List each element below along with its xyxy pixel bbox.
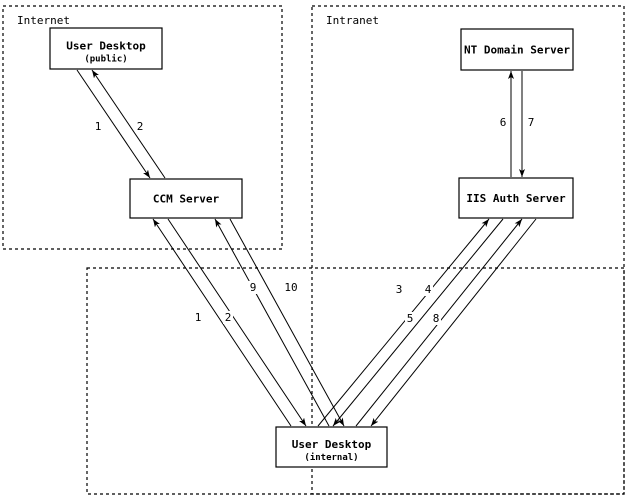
node-subtitle-user-desktop-public: (public) xyxy=(84,54,127,65)
flow-10-ccm-server-to-user-desktop-internal xyxy=(229,218,345,427)
flow-step-label-flow-2-internal: 2 xyxy=(225,311,232,324)
node-box-user-desktop-public xyxy=(49,27,163,70)
node-box-ccm-server xyxy=(129,178,243,219)
node-box-nt-domain-server xyxy=(460,28,574,71)
flow-step-label-flow-2-public: 2 xyxy=(137,120,144,133)
flow-line-flow-2-public xyxy=(91,69,166,179)
flow-line-flow-1-public xyxy=(76,69,151,179)
flow-8-iis-auth-server-to-user-desktop-internal xyxy=(370,218,537,427)
flow-label-backing-flow-2-public xyxy=(135,120,145,133)
flow-arrows xyxy=(76,69,537,427)
node-title-ccm-server: CCM Server xyxy=(153,193,220,206)
flow-step-label-flow-5: 5 xyxy=(407,312,414,325)
flow-step-labels: 1 2 6 7 1 2 9 10 3 4 5 8 xyxy=(93,116,536,325)
flow-step-label-flow-6: 6 xyxy=(500,116,507,129)
flow-step-label-flow-3: 3 xyxy=(396,283,403,296)
flow-line-flow-1-internal xyxy=(152,218,292,427)
flow-label-backing-flow-7 xyxy=(526,116,536,129)
zone-label-internet: Internet xyxy=(17,14,70,27)
flow-line-flow-4 xyxy=(332,218,504,427)
node-user-desktop-internal: User Desktop(internal) xyxy=(275,426,388,468)
node-subtitle-user-desktop-internal: (internal) xyxy=(304,452,358,463)
node-title-user-desktop-internal: User Desktop xyxy=(292,438,372,451)
zone-internet: Internet xyxy=(2,5,283,250)
flow-1-user-desktop-public-to-ccm-server xyxy=(76,69,151,179)
node-nt-domain-server: NT Domain Server xyxy=(460,28,574,71)
node-title-nt-domain-server: NT Domain Server xyxy=(464,44,570,57)
zone-boundaries: Internet Intranet xyxy=(2,5,625,495)
flow-line-flow-8 xyxy=(370,218,537,427)
flow-label-backing-flow-9 xyxy=(248,281,258,294)
flow-line-flow-3 xyxy=(317,218,490,427)
flow-step-label-flow-4: 4 xyxy=(425,283,432,296)
flow-step-label-flow-10: 10 xyxy=(284,281,297,294)
flow-line-flow-10 xyxy=(229,218,345,427)
flow-label-backing-flow-10 xyxy=(282,281,300,294)
flow-label-backing-flow-8 xyxy=(431,312,441,325)
node-user-desktop-public: User Desktop(public) xyxy=(49,27,163,70)
zone-internal xyxy=(86,267,625,495)
flow-label-backing-flow-3 xyxy=(394,283,404,296)
flow-label-backing-flow-1-public xyxy=(93,120,103,133)
node-box-iis-auth-server xyxy=(458,177,574,219)
flow-line-flow-2-internal xyxy=(167,218,307,427)
flow-label-backing-flow-4 xyxy=(423,283,433,296)
flow-2-ccm-server-to-user-desktop-public xyxy=(91,69,166,179)
flow-step-label-flow-8: 8 xyxy=(433,312,440,325)
flow-step-label-flow-7: 7 xyxy=(528,116,535,129)
flow-label-backing-flow-5 xyxy=(405,312,415,325)
flow-step-label-flow-9: 9 xyxy=(250,281,257,294)
node-title-user-desktop-public: User Desktop xyxy=(66,40,146,53)
node-box-user-desktop-internal xyxy=(275,426,388,468)
flow-line-flow-9 xyxy=(214,218,330,427)
node-ccm-server: CCM Server xyxy=(129,178,243,219)
flow-9-user-desktop-internal-to-ccm-server xyxy=(214,218,330,427)
node-iis-auth-server: IIS Auth Server xyxy=(458,177,574,219)
flow-1-user-desktop-internal-to-ccm-server xyxy=(152,218,292,427)
flow-label-backing-flow-1-internal xyxy=(193,311,203,324)
flow-4-iis-auth-server-to-user-desktop-internal xyxy=(332,218,504,427)
flow-label-backing-flow-2-internal xyxy=(223,311,233,324)
flow-label-backing-flow-6 xyxy=(498,116,508,129)
flow-3-user-desktop-internal-to-iis-auth-server xyxy=(317,218,490,427)
zone-intranet: Intranet xyxy=(311,5,625,495)
flow-2-ccm-server-to-user-desktop-internal xyxy=(167,218,307,427)
zone-boundary-internal xyxy=(86,267,625,495)
flow-step-label-flow-1-internal: 1 xyxy=(195,311,202,324)
zone-boundary-internet xyxy=(2,5,283,250)
flow-step-label-flow-1-public: 1 xyxy=(95,120,102,133)
node-boxes: User Desktop(public)NT Domain ServerCCM … xyxy=(49,27,574,468)
node-title-iis-auth-server: IIS Auth Server xyxy=(466,192,566,205)
zone-boundary-intranet xyxy=(311,5,625,495)
zone-label-intranet: Intranet xyxy=(326,14,379,27)
